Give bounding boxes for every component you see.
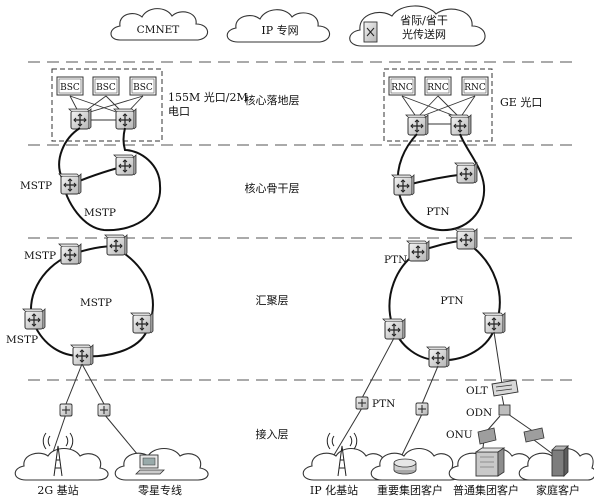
home-server-icon xyxy=(551,445,569,477)
mstp-node-icon xyxy=(104,234,128,256)
core-landing-switch-icon xyxy=(405,114,429,136)
rnc-label: RNC xyxy=(464,83,486,93)
ptn-node-icon xyxy=(454,162,478,184)
backbone-ring-label: MSTP xyxy=(84,207,116,219)
olt-device-icon xyxy=(491,379,519,397)
cloud-general-group-client xyxy=(448,447,539,481)
core-landing-switch-icon xyxy=(448,114,472,136)
mstp-node-icon xyxy=(70,344,94,366)
rnc-label: RNC xyxy=(391,83,413,93)
layer-separators xyxy=(28,61,578,381)
ip-private-label: IP 专网 xyxy=(261,23,298,37)
access-node-icon xyxy=(59,403,73,417)
right-aggregation-ring: PTN PTN xyxy=(382,228,506,368)
rnc-box: RNC xyxy=(424,76,452,96)
bsc-box: BSC xyxy=(56,76,84,96)
cloud-ip-base-station xyxy=(302,432,393,481)
cmnet-label: CMNET xyxy=(137,24,180,36)
rnc-box: RNC xyxy=(388,76,416,96)
ptn-node-icon xyxy=(406,240,430,262)
cloud-cmnet: CMNET xyxy=(110,8,209,41)
link-label-155m-line1: 155M 光口/2M xyxy=(168,90,248,104)
left-aggregation-ring: MSTP MSTP MSTP xyxy=(6,234,154,366)
client-label-leased-line: 零星专线 xyxy=(138,483,182,497)
rnc-box: RNC xyxy=(461,76,489,96)
odn-label: ODN xyxy=(466,407,492,419)
right-access-links xyxy=(333,331,555,456)
aggregation-ring-label: MSTP xyxy=(80,297,112,309)
right-backbone-ring: PTN xyxy=(391,133,486,232)
left-core-landing-group: BSC BSC BSC 155M 光口/2M 电口 xyxy=(51,68,248,142)
bsc-label: BSC xyxy=(96,83,116,93)
cloud-ip-private: IP 专网 xyxy=(226,9,331,43)
ptn-node-icon xyxy=(382,318,406,340)
client-label-key-group: 重要集团客户 xyxy=(377,483,443,497)
mstp-node-icon xyxy=(130,312,154,334)
left-backbone-ring: MSTP MSTP xyxy=(20,127,162,232)
rnc-label: RNC xyxy=(427,83,449,93)
layer-label-access: 接入层 xyxy=(256,428,289,441)
layer-label-aggregation: 汇聚层 xyxy=(256,294,289,307)
building-icon xyxy=(474,447,506,477)
link-label-ge: GE 光口 xyxy=(500,95,542,109)
onu-device-icon xyxy=(523,427,545,443)
access-node-icon xyxy=(97,403,111,417)
onu-device-icon xyxy=(477,427,497,445)
client-label-ip-base-station: IP 化基站 xyxy=(310,483,358,497)
client-label-home: 家庭客户 xyxy=(536,483,580,497)
access-ptn-label: PTN xyxy=(372,398,395,410)
client-label-general-group: 普通集团客户 xyxy=(453,483,519,497)
aggregation-node-label-top: MSTP xyxy=(24,250,56,262)
right-core-landing-group: RNC RNC RNC GE 光口 xyxy=(383,68,542,142)
aggregation-ring-label: PTN xyxy=(440,295,463,307)
ptn-node-icon xyxy=(454,228,478,250)
cloud-2g-base-station xyxy=(14,432,109,481)
bsc-box: BSC xyxy=(129,76,157,96)
ptn-node-icon xyxy=(391,174,415,196)
router-icon xyxy=(393,458,417,475)
onu-label: ONU xyxy=(446,429,473,441)
layer-label-core-backbone: 核心骨干层 xyxy=(245,181,300,195)
optical-transport-label-line2: 光传送网 xyxy=(402,27,446,41)
cloud-optical-transport: 省际/省干 光传送网 xyxy=(349,5,486,47)
aggregation-node-label: PTN xyxy=(384,254,407,266)
core-landing-switch-icon xyxy=(68,108,92,130)
backbone-node-label: MSTP xyxy=(20,180,52,192)
optical-transport-device-icon xyxy=(363,21,378,43)
aggregation-node-label-left: MSTP xyxy=(6,334,38,346)
olt-label: OLT xyxy=(466,385,488,397)
core-landing-switch-icon xyxy=(113,108,137,130)
backbone-ring-label: PTN xyxy=(426,206,449,218)
bsc-label: BSC xyxy=(60,83,80,93)
link-label-155m-line2: 电口 xyxy=(168,105,190,118)
mstp-node-icon xyxy=(113,154,137,176)
access-node-icon xyxy=(415,402,429,416)
cloud-leased-line xyxy=(114,447,209,481)
cloud-key-group-client xyxy=(370,447,461,481)
mstp-node-icon xyxy=(58,173,82,195)
ptn-node-icon xyxy=(482,312,506,334)
mstp-node-icon xyxy=(22,308,46,330)
ptn-node-icon xyxy=(426,346,450,368)
computer-icon xyxy=(135,454,165,475)
bsc-label: BSC xyxy=(133,83,153,93)
base-station-tower-icon xyxy=(42,432,74,477)
client-label-2g-base-station: 2G 基站 xyxy=(37,483,78,497)
bsc-box: BSC xyxy=(92,76,120,96)
optical-transport-label-line1: 省际/省干 xyxy=(400,14,448,27)
left-access xyxy=(51,363,139,456)
ip-base-station-tower-icon xyxy=(326,432,358,477)
layer-label-core-landing: 核心落地层 xyxy=(245,93,300,107)
odn-splitter-icon xyxy=(498,404,511,416)
cloud-home-client xyxy=(518,445,594,481)
mstp-node-icon xyxy=(58,243,82,265)
access-ptn-node-icon xyxy=(355,396,369,410)
